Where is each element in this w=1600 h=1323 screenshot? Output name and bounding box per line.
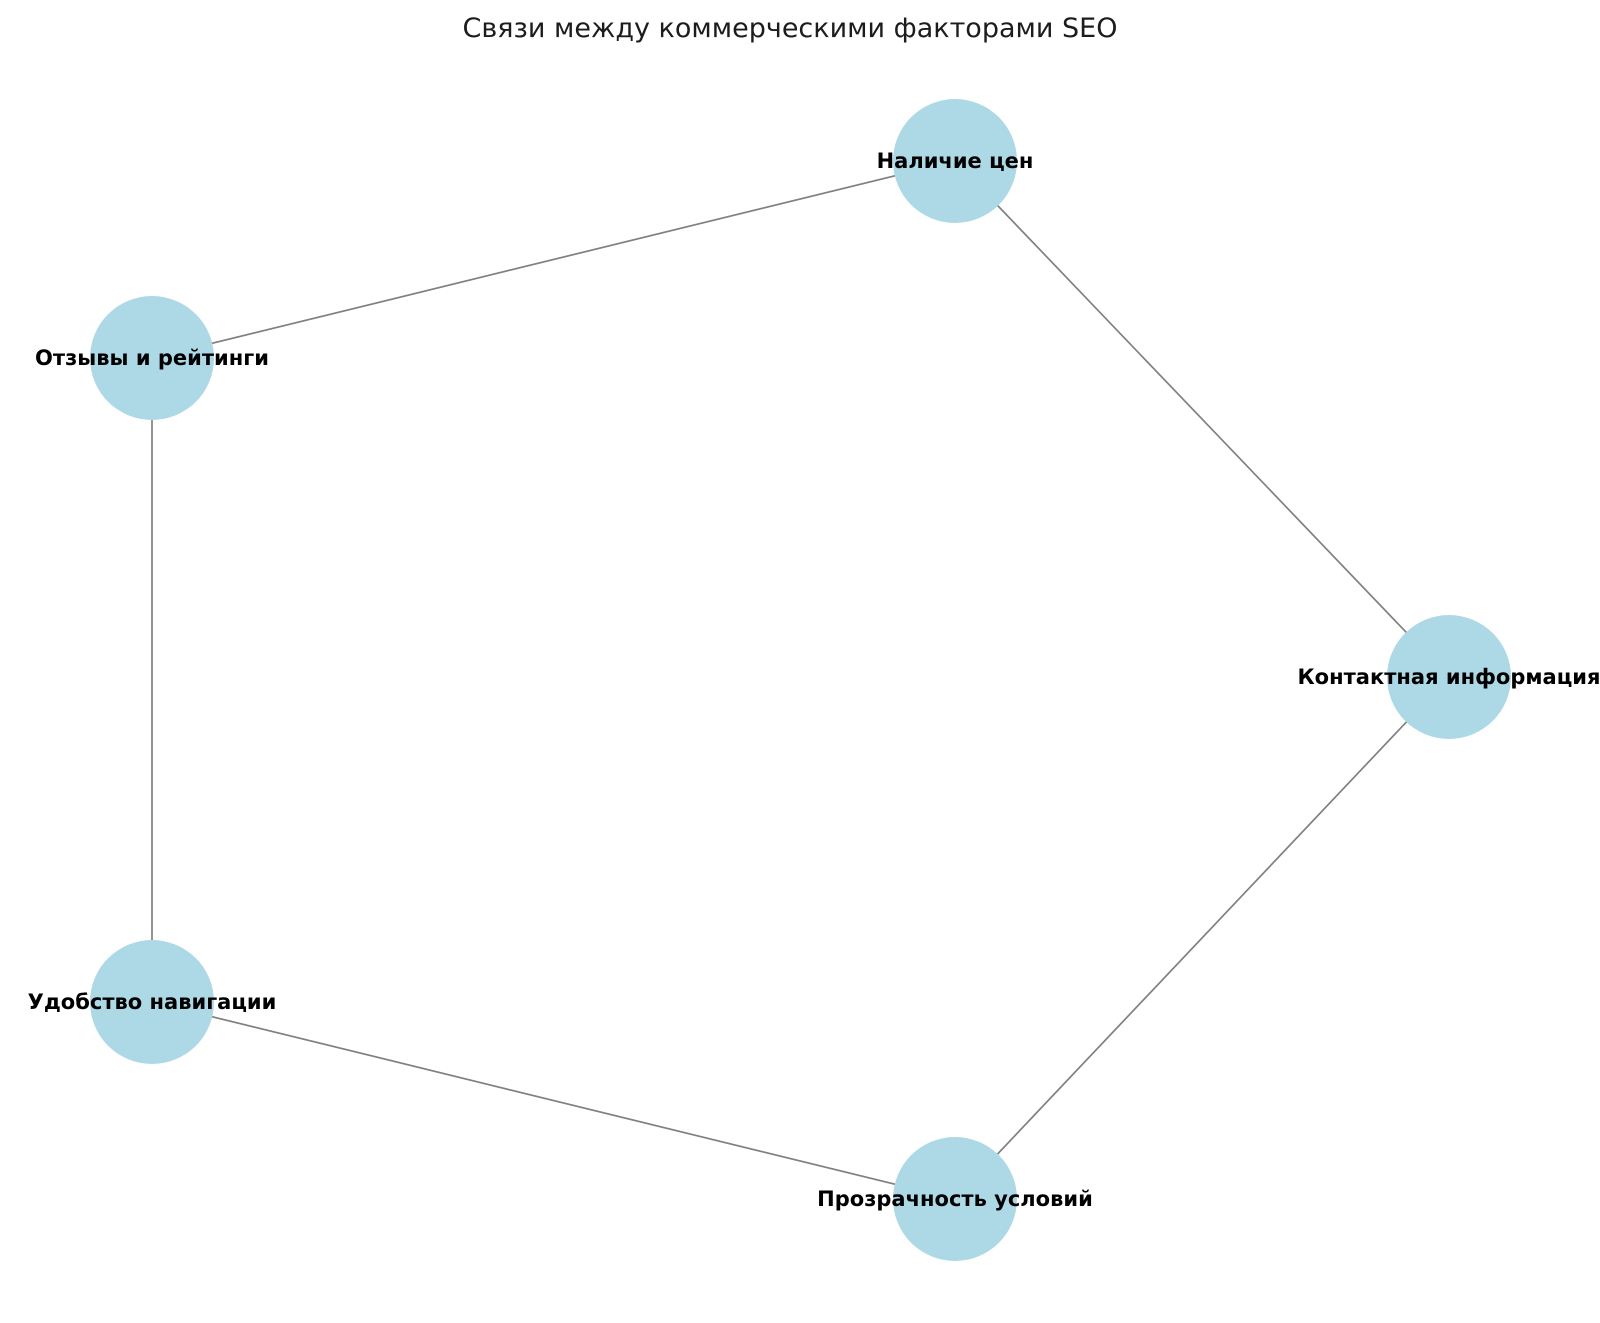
graph-node-label-reviews: Отзывы и рейтинги xyxy=(35,346,269,370)
graph-edge-navigation-transparency xyxy=(151,1001,956,1200)
chart-title: Связи между коммерческими факторами SEO xyxy=(462,13,1118,44)
graph-node-transparency xyxy=(893,1137,1017,1261)
graph-edge-prices-reviews xyxy=(151,160,956,359)
graph-node-label-navigation: Удобство навигации xyxy=(28,990,277,1014)
graph-edge-transparency-contacts xyxy=(954,676,1450,1200)
graph-node-prices xyxy=(893,99,1017,223)
graph-node-label-transparency: Прозрачность условий xyxy=(817,1187,1093,1211)
graph-node-contacts xyxy=(1387,615,1511,739)
graph-edge-prices-contacts xyxy=(954,160,1450,678)
graph-node-label-prices: Наличие цен xyxy=(877,149,1034,173)
graph-node-label-contacts: Контактная информация xyxy=(1298,665,1600,689)
graph-node-reviews xyxy=(90,296,214,420)
graph-node-navigation xyxy=(90,940,214,1064)
